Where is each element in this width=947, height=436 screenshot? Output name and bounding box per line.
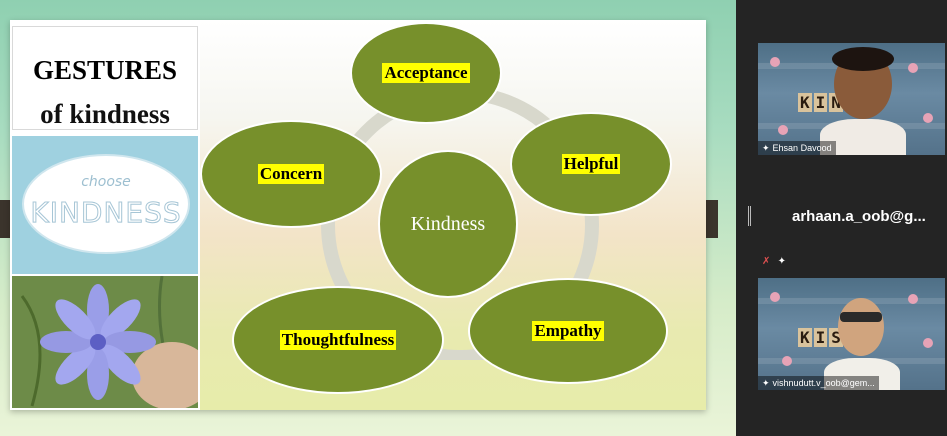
background-flower bbox=[923, 113, 933, 123]
pin-icon[interactable]: ✦ bbox=[762, 378, 770, 388]
node-label: Acceptance bbox=[382, 63, 470, 83]
participant-shirt bbox=[824, 358, 900, 390]
diagram-node-thoughtfulness: Thoughtfulness bbox=[232, 286, 444, 394]
presentation-area: GESTURES of kindness choose KINDNESS bbox=[0, 0, 736, 436]
slide-title: GESTURES bbox=[32, 55, 178, 85]
right-edge-handle bbox=[706, 200, 718, 238]
background-flower bbox=[908, 294, 918, 304]
participant-name: arhaan.a_oob@g... bbox=[792, 208, 926, 225]
background-flower bbox=[770, 292, 780, 302]
background-flower bbox=[923, 338, 933, 348]
background-flower bbox=[778, 125, 788, 135]
background-flower bbox=[908, 63, 918, 73]
participant-shirt bbox=[820, 119, 906, 155]
diagram-node-acceptance: Acceptance bbox=[350, 22, 502, 124]
node-label: Concern bbox=[257, 164, 325, 184]
participant-status-icons: ✗ ✦ bbox=[762, 256, 786, 267]
slide-subtitle: of kindness bbox=[40, 99, 170, 129]
slide-title-box: GESTURES of kindness bbox=[12, 26, 198, 130]
badge-choose-text: choose bbox=[81, 174, 131, 190]
choose-kindness-panel: choose KINDNESS bbox=[12, 136, 198, 274]
left-edge-handle bbox=[0, 200, 12, 238]
node-label: Helpful bbox=[561, 154, 621, 174]
flower-photo bbox=[12, 276, 198, 408]
participant-name: Ehsan Davood bbox=[772, 143, 832, 153]
participant-tile-no-video[interactable]: arhaan.a_oob@g... bbox=[758, 158, 945, 270]
participant-name-bar: ✦ Ehsan Davood bbox=[758, 141, 836, 155]
panel-resize-handle[interactable] bbox=[748, 206, 751, 226]
participant-hair bbox=[832, 47, 894, 71]
background-flower bbox=[782, 356, 792, 366]
node-label: Thoughtfulness bbox=[279, 330, 397, 350]
diagram-node-helpful: Helpful bbox=[510, 112, 672, 216]
participant-name: vishnudutt.v_oob@gem... bbox=[772, 378, 875, 388]
node-label: Empathy bbox=[532, 321, 604, 341]
participant-face bbox=[838, 298, 884, 356]
badge-kindness-text: KINDNESS bbox=[30, 196, 182, 230]
participant-glasses bbox=[840, 312, 882, 322]
choose-kindness-badge: choose KINDNESS bbox=[22, 154, 190, 254]
participant-name-bar: ✦ vishnudutt.v_oob@gem... bbox=[758, 376, 879, 390]
slide-left-column: GESTURES of kindness choose KINDNESS bbox=[10, 20, 200, 410]
mic-muted-icon: ✗ bbox=[762, 256, 771, 267]
diagram-node-concern: Concern bbox=[200, 120, 382, 228]
flower-image bbox=[12, 276, 198, 408]
diagram-node-empathy: Empathy bbox=[468, 278, 668, 384]
slide-diagram-area: Acceptance Helpful Empathy Thoughtfulnes… bbox=[200, 20, 706, 410]
pin-icon[interactable]: ✦ bbox=[762, 143, 770, 153]
background-flower bbox=[770, 57, 780, 67]
center-label: Kindness bbox=[410, 213, 486, 235]
shared-slide: GESTURES of kindness choose KINDNESS bbox=[10, 20, 706, 410]
diagram-center-kindness: Kindness bbox=[378, 150, 518, 298]
pin-icon[interactable]: ✦ bbox=[777, 256, 786, 267]
